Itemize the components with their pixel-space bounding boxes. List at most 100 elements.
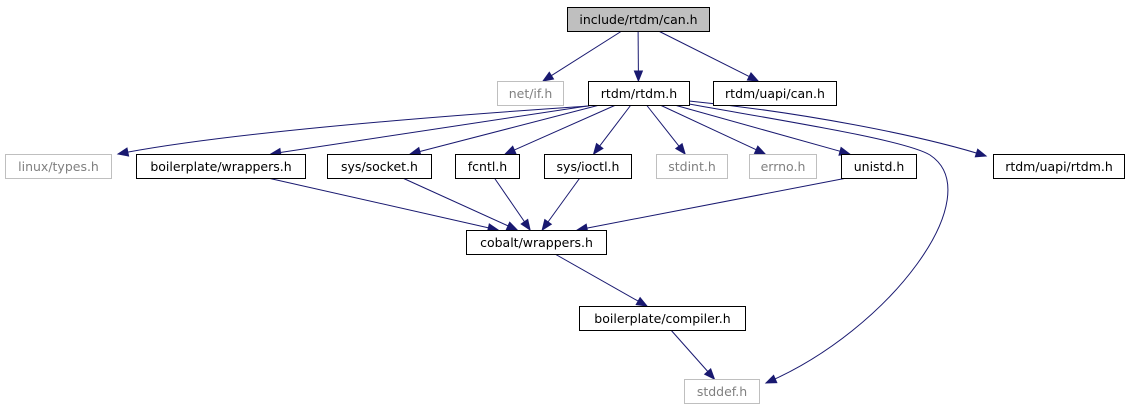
edge-can-to-uapican [658, 30, 760, 82]
edge-cobaltwrappers-to-bpcompiler [554, 253, 649, 307]
edge-rtdm-to-fcntl [503, 104, 617, 155]
edge-bpcompiler-to-stddef [670, 329, 716, 381]
node-label: boilerplate/compiler.h [594, 311, 730, 326]
edge-line [674, 104, 843, 153]
edge-line [584, 177, 848, 229]
node-label: sys/socket.h [341, 159, 418, 174]
edge-line [417, 104, 600, 153]
edge-line [658, 30, 752, 78]
node-label: errno.h [761, 159, 806, 174]
edge-line [688, 100, 987, 157]
node-box [713, 81, 837, 106]
edge-line [402, 177, 511, 228]
node-sysioctl[interactable]: sys/ioctl.h [544, 154, 632, 179]
node-box [466, 230, 607, 255]
node-box [544, 154, 632, 179]
edge-arrowhead [633, 70, 644, 83]
edge-arrowhead [503, 145, 517, 155]
edge-rtdm-to-unistd [674, 104, 852, 156]
node-cobaltwrappers[interactable]: cobalt/wrappers.h [466, 230, 607, 255]
edge-rtdm-to-stddef [688, 103, 949, 384]
node-uapirtdm[interactable]: rtdm/uapi/rtdm.h [993, 154, 1125, 179]
node-box [993, 154, 1125, 179]
node-syssocket[interactable]: sys/socket.h [327, 154, 432, 179]
edge-arrowhead [703, 368, 716, 381]
node-box [841, 154, 917, 179]
edge-rtdm-to-errno [659, 104, 767, 155]
edge-can-to-netif [541, 30, 623, 82]
node-box [455, 154, 520, 179]
edge-bpwrappers-to-cobaltwrappers [267, 177, 500, 233]
node-box [656, 154, 728, 179]
node-rtdm[interactable]: rtdm/rtdm.h [588, 81, 690, 106]
edge-line [659, 104, 759, 152]
edge-line [278, 104, 595, 154]
edge-line [598, 104, 632, 148]
edge-line [646, 104, 681, 149]
edge-line [546, 177, 581, 224]
node-box [749, 154, 817, 179]
node-netif: net/if.h [497, 81, 564, 106]
node-fcntl[interactable]: fcntl.h [455, 154, 520, 179]
edge-arrowhead [674, 142, 686, 156]
node-label: cobalt/wrappers.h [480, 235, 593, 250]
node-label: stdint.h [668, 159, 716, 174]
edge-unistd-to-cobaltwrappers [575, 177, 848, 233]
node-box [136, 154, 306, 179]
node-box [497, 81, 564, 106]
node-box [579, 306, 746, 331]
node-label: rtdm/rtdm.h [601, 86, 677, 101]
node-label: fcntl.h [468, 159, 507, 174]
edge-arrowhead [520, 218, 531, 232]
edge-rtdm-to-sysioctl [592, 104, 632, 156]
edge-arrowhead [505, 221, 519, 231]
node-label: linux/types.h [18, 159, 99, 174]
edge-arrowhead [764, 374, 778, 384]
node-can[interactable]: include/rtdm/can.h [567, 7, 710, 32]
edge-fcntl-to-cobaltwrappers [493, 177, 531, 232]
edge-line [688, 103, 949, 384]
node-bpcompiler[interactable]: boilerplate/compiler.h [579, 306, 746, 331]
edge-arrowhead [753, 145, 767, 155]
node-bpwrappers[interactable]: boilerplate/wrappers.h [136, 154, 306, 179]
node-label: include/rtdm/can.h [579, 12, 697, 27]
edge-sysioctl-to-cobaltwrappers [541, 177, 581, 232]
node-box [567, 7, 710, 32]
edge-rtdm-to-syssocket [408, 104, 600, 156]
edge-arrowhead [541, 218, 553, 232]
node-label: rtdm/uapi/rtdm.h [1005, 159, 1113, 174]
edge-arrowhead [635, 296, 649, 307]
edge-line [117, 105, 590, 155]
edge-line [493, 177, 527, 224]
node-box [588, 81, 690, 106]
edge-can-to-rtdm [633, 30, 644, 83]
node-stdint: stdint.h [656, 154, 728, 179]
edge-line [512, 104, 617, 152]
node-label: unistd.h [854, 159, 905, 174]
node-label: rtdm/uapi/can.h [725, 86, 825, 101]
node-box [327, 154, 432, 179]
node-errno: errno.h [749, 154, 817, 179]
edge-arrowhead [974, 148, 988, 158]
edge-rtdm-to-uapirtdm [688, 100, 988, 158]
node-unistd[interactable]: unistd.h [841, 154, 917, 179]
node-stddef: stddef.h [684, 379, 760, 404]
edge-arrowhead [116, 147, 130, 157]
edge-line [549, 30, 623, 78]
node-label: boilerplate/wrappers.h [150, 159, 291, 174]
node-linuxtypes: linux/types.h [5, 154, 112, 179]
node-uapican[interactable]: rtdm/uapi/can.h [713, 81, 837, 106]
edge-syssocket-to-cobaltwrappers [402, 177, 519, 231]
edge-arrowhead [592, 142, 604, 156]
node-layer: include/rtdm/can.h net/if.h rtdm/rtdm.h rtd… [5, 7, 1125, 404]
edge-line [670, 329, 710, 374]
node-label: sys/ioctl.h [557, 159, 620, 174]
edge-line [554, 253, 641, 303]
edge-arrowhead [541, 71, 555, 82]
node-label: stddef.h [697, 384, 747, 399]
edge-rtdm-to-stdint [646, 104, 686, 156]
node-label: net/if.h [509, 86, 553, 101]
node-box [684, 379, 760, 404]
node-box [5, 154, 112, 179]
